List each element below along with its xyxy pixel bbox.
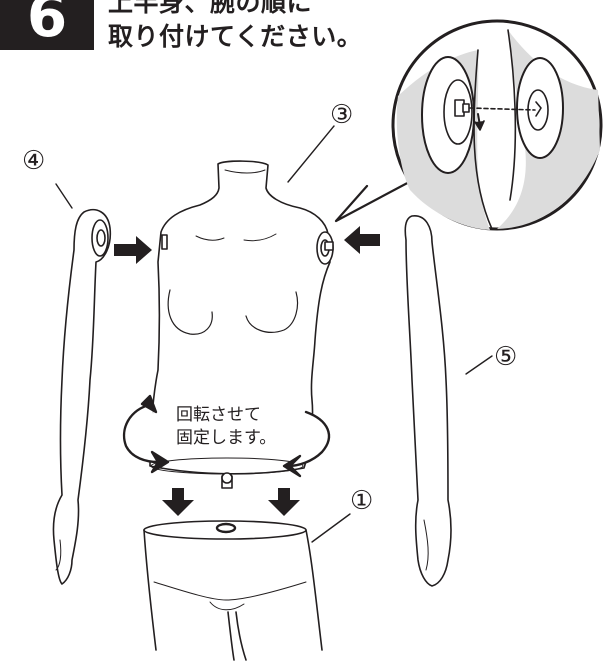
- rotation-note-line-2: 固定します。: [176, 427, 276, 450]
- callout-left-arm: ④: [22, 146, 45, 176]
- left-arm-illustration: [53, 210, 110, 584]
- right-arm-illustration: [405, 216, 451, 586]
- rotation-note-line-1: 回転させて: [176, 404, 276, 427]
- callout-right-arm: ⑤: [494, 342, 517, 372]
- zoom-detail: [336, 21, 601, 230]
- callout-base: ①: [350, 486, 373, 516]
- base-illustration: [144, 521, 322, 660]
- rotation-note: 回転させて 固定します。: [176, 404, 276, 450]
- callout-torso: ③: [330, 100, 353, 130]
